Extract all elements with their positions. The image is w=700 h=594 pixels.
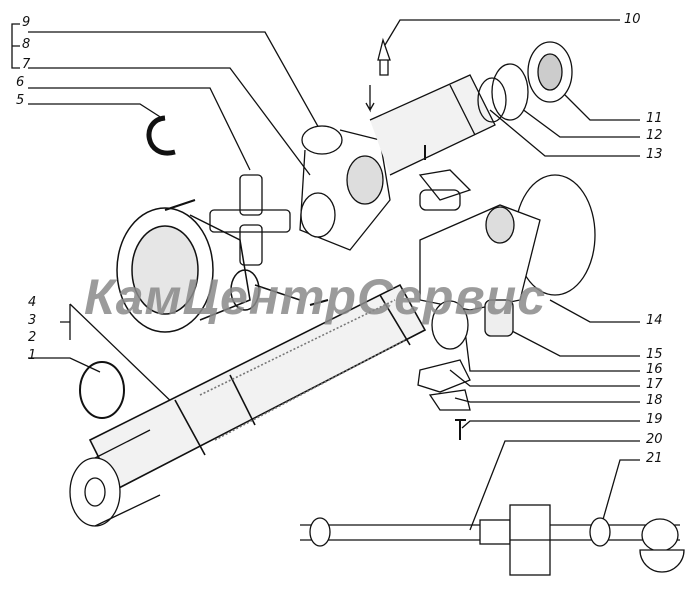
leader-13 [489,109,640,157]
callout-1: 1 [28,348,37,363]
bolts [164,145,426,306]
leader-20 [469,440,640,531]
callout-11: 11 [646,111,663,126]
leader-4 [69,303,181,411]
upper-shaft [369,74,496,176]
callout-21: 21 [646,451,663,466]
leader-19 [461,420,640,429]
shaft-assembly-inset [300,504,685,576]
callout-17: 17 [646,377,663,392]
cover-plate [418,169,472,201]
bracket-group [11,23,20,69]
plate [428,389,471,411]
callout-4: 4 [28,295,37,310]
callout-2: 2 [28,330,37,345]
leader-5 [28,103,166,121]
lock-ring [146,115,176,156]
grease-fitting [377,37,391,76]
right-housing [419,174,596,350]
callout-8: 8 [22,37,31,52]
leader-12 [509,99,640,138]
callout-13: 13 [646,147,663,162]
callout-9: 9 [22,15,31,30]
callout-3: 3 [28,313,37,328]
callout-20: 20 [646,432,663,447]
callout-6: 6 [16,75,25,90]
leader-18 [454,397,640,403]
needle-bearing [484,299,514,337]
leader-17 [449,369,640,387]
flange-housing [116,207,301,333]
callout-15: 15 [646,347,663,362]
leader-15 [509,329,640,357]
o-ring [79,361,125,419]
leader-11 [559,89,640,121]
callout-10: 10 [624,12,641,27]
leader-21 [599,459,640,531]
sleeve-parts [477,41,573,123]
callout-16: 16 [646,362,663,377]
leader-7 [28,67,311,176]
callout-5: 5 [16,93,25,108]
callout-14: 14 [646,313,663,328]
spline-shaft [69,429,161,527]
leader-1 [28,357,101,373]
gasket [417,359,471,393]
watermark: КамЦентрСервис [84,269,546,325]
arrow-icon [365,85,375,113]
leader-14 [549,299,640,323]
leader-3-2 [60,304,71,340]
leader-9 [28,31,321,131]
leader-10 [384,19,620,46]
callout-18: 18 [646,393,663,408]
callout-12: 12 [646,128,663,143]
yoke [299,125,391,251]
callout-7: 7 [22,57,31,72]
bolt [455,419,466,440]
callout-19: 19 [646,412,663,427]
leader-6 [28,87,251,171]
universal-joint-cross [209,174,291,266]
